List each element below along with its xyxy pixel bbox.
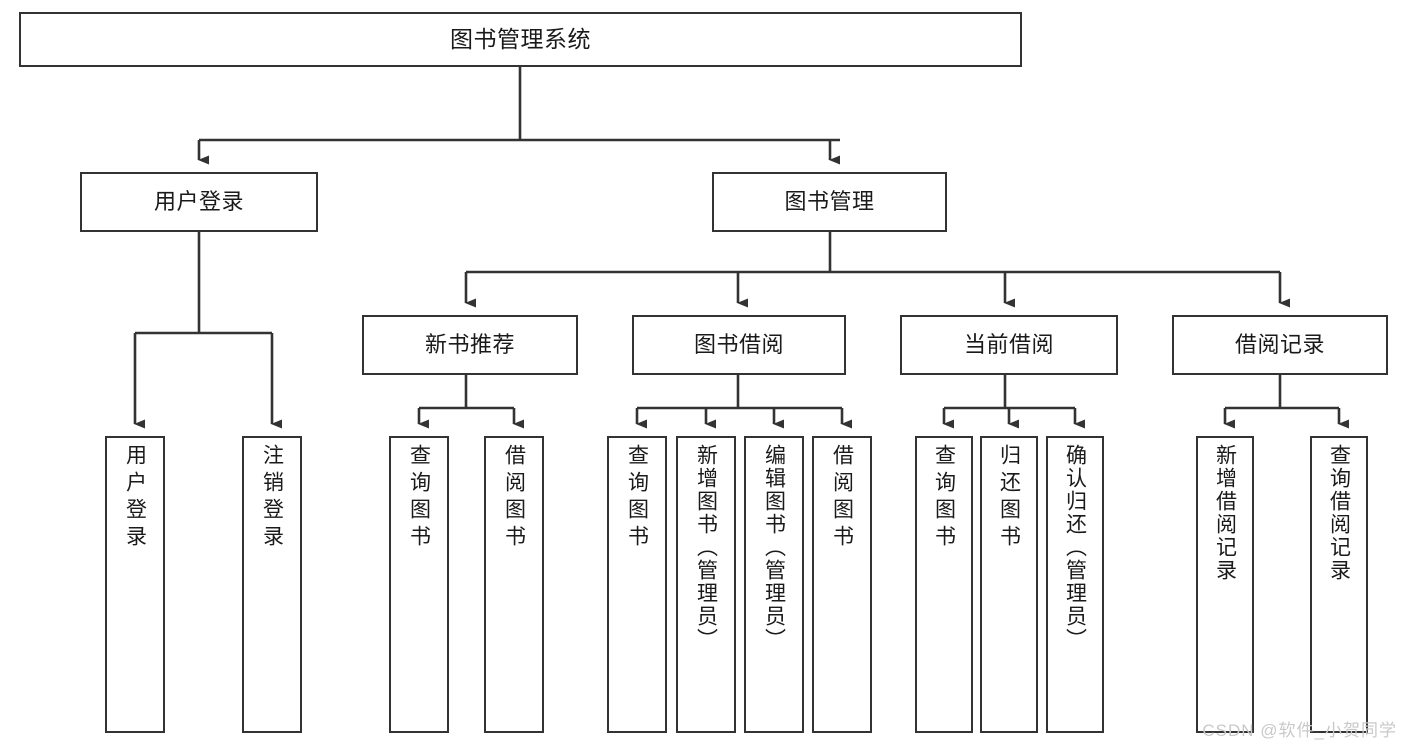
- csdn-watermark: CSDN @软件_小贺同学: [1202, 721, 1397, 740]
- node-borrow-record[interactable]: 借阅记录: [1172, 315, 1388, 375]
- node-root-label: 图书管理系统: [450, 25, 591, 52]
- leaf-current-confirm-return-admin-label: 确认归还（管理员）: [1063, 444, 1087, 651]
- leaf-borrow-query-book-label: 查询图书: [625, 444, 649, 552]
- node-borrow-record-label: 借阅记录: [1234, 331, 1325, 357]
- leaf-record-add-record[interactable]: 新增借阅记录: [1196, 436, 1254, 733]
- leaf-new-book-borrow[interactable]: 借阅图书: [484, 436, 544, 733]
- leaf-borrow-borrow-book-label: 借阅图书: [830, 444, 854, 552]
- leaf-current-return-book-label: 归还图书: [997, 444, 1021, 552]
- leaf-new-book-query[interactable]: 查询图书: [389, 436, 449, 733]
- node-user-login-label: 用户登录: [153, 188, 244, 214]
- leaf-user-login-signout[interactable]: 注销登录: [242, 436, 302, 733]
- leaf-borrow-query-book[interactable]: 查询图书: [607, 436, 667, 733]
- leaf-current-confirm-return-admin[interactable]: 确认归还（管理员）: [1046, 436, 1104, 733]
- leaf-new-book-borrow-label: 借阅图书: [502, 444, 526, 552]
- leaf-record-query-record-label: 查询借阅记录: [1327, 444, 1351, 582]
- node-new-book-recommend-label: 新书推荐: [424, 331, 515, 357]
- node-book-borrow-label: 图书借阅: [693, 331, 784, 357]
- node-book-management-label: 图书管理: [784, 188, 875, 214]
- node-new-book-recommend[interactable]: 新书推荐: [362, 315, 578, 375]
- node-current-borrow-label: 当前借阅: [963, 331, 1054, 357]
- node-user-login[interactable]: 用户登录: [80, 172, 318, 232]
- leaf-borrow-add-book-admin[interactable]: 新增图书（管理员）: [676, 436, 736, 733]
- node-book-borrow[interactable]: 图书借阅: [632, 315, 846, 375]
- leaf-current-query-book-label: 查询图书: [932, 444, 956, 552]
- leaf-user-login-signout-label: 注销登录: [260, 444, 284, 552]
- node-root[interactable]: 图书管理系统: [19, 12, 1022, 67]
- leaf-record-query-record[interactable]: 查询借阅记录: [1310, 436, 1368, 733]
- leaf-new-book-query-label: 查询图书: [407, 444, 431, 552]
- leaf-current-query-book[interactable]: 查询图书: [915, 436, 973, 733]
- node-book-management[interactable]: 图书管理: [712, 172, 947, 232]
- leaf-borrow-borrow-book[interactable]: 借阅图书: [812, 436, 872, 733]
- node-current-borrow[interactable]: 当前借阅: [900, 315, 1118, 375]
- leaf-record-add-record-label: 新增借阅记录: [1213, 444, 1237, 582]
- leaf-borrow-add-book-admin-label: 新增图书（管理员）: [694, 444, 718, 651]
- leaf-user-login-signin-label: 用户登录: [123, 444, 147, 552]
- leaf-current-return-book[interactable]: 归还图书: [980, 436, 1038, 733]
- leaf-user-login-signin[interactable]: 用户登录: [105, 436, 165, 733]
- leaf-borrow-edit-book-admin-label: 编辑图书（管理员）: [762, 444, 786, 651]
- leaf-borrow-edit-book-admin[interactable]: 编辑图书（管理员）: [744, 436, 804, 733]
